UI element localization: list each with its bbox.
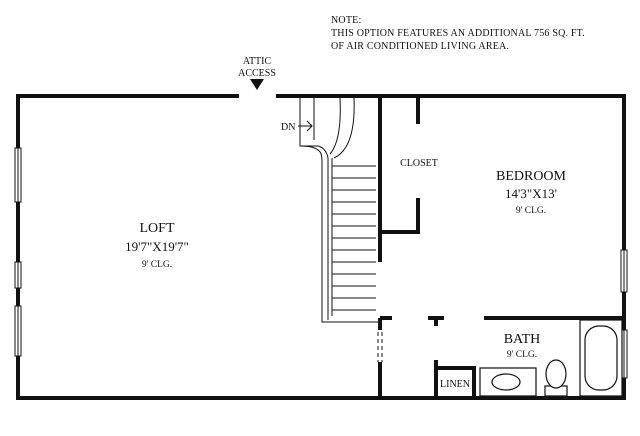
- loft-room: LOFT 19'7"X19'7" 9' CLG.: [125, 221, 189, 270]
- attic-label-line-1: ATTIC: [243, 56, 272, 67]
- linen-closet: LINEN: [440, 379, 470, 390]
- bath-fixtures: [479, 319, 623, 397]
- attic-arrow-icon: [250, 79, 264, 90]
- interior-walls: [377, 96, 626, 398]
- bedroom-dimensions: 14'3"X13': [505, 186, 557, 201]
- attic-label-line-2: ACCESS: [238, 68, 276, 79]
- bedroom-ceiling: 9' CLG.: [516, 206, 546, 216]
- stairs-down-indicator: DN: [281, 120, 313, 133]
- note-block: NOTE: THIS OPTION FEATURES AN ADDITIONAL…: [331, 15, 585, 52]
- note-line-2: OF AIR CONDITIONED LIVING AREA.: [331, 41, 509, 52]
- attic-access: ATTIC ACCESS: [238, 56, 276, 90]
- loft-dimensions: 19'7"X19'7": [125, 239, 189, 254]
- note-line-1: THIS OPTION FEATURES AN ADDITIONAL 756 S…: [331, 28, 585, 39]
- bath-ceiling: 9' CLG.: [507, 350, 537, 360]
- closet-name: CLOSET: [400, 158, 438, 169]
- note-heading: NOTE:: [331, 15, 361, 26]
- loft-name: LOFT: [140, 221, 175, 236]
- linen-name: LINEN: [440, 379, 470, 390]
- arrow-right-icon: [306, 120, 313, 132]
- toilet-icon: [544, 359, 568, 397]
- bath-room: BATH 9' CLG.: [504, 332, 541, 360]
- loft-ceiling: 9' CLG.: [142, 260, 172, 270]
- bathtub-icon: [579, 319, 623, 397]
- stairwell: [299, 96, 378, 323]
- bath-name: BATH: [504, 332, 541, 347]
- bedroom-name: BEDROOM: [496, 169, 567, 184]
- stairs-down-label: DN: [281, 122, 295, 133]
- closet-room: CLOSET: [400, 158, 438, 169]
- sink-icon: [491, 373, 521, 391]
- left-windows: [14, 147, 22, 357]
- bedroom-room: BEDROOM 14'3"X13' 9' CLG.: [496, 169, 567, 216]
